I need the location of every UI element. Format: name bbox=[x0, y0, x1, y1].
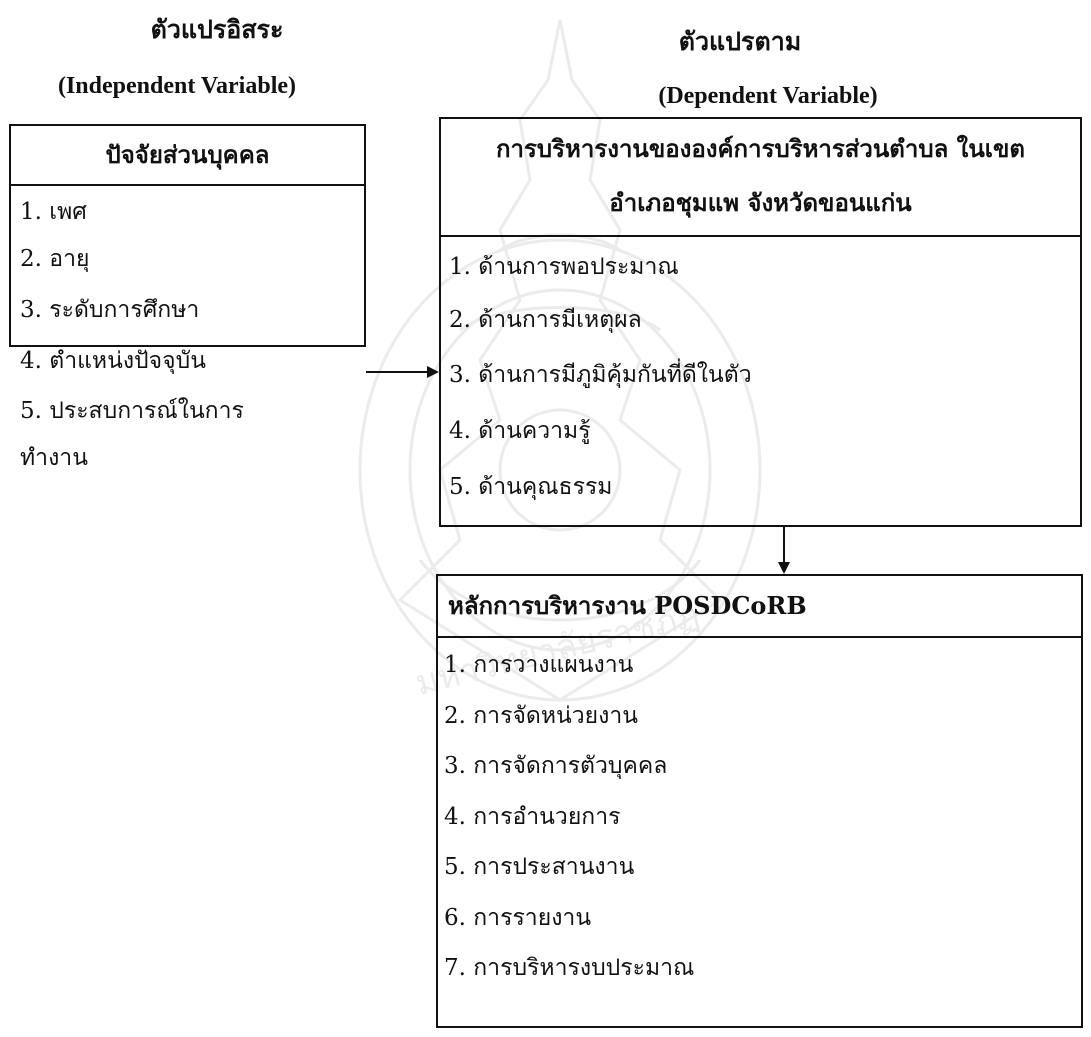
dependent-item-list: 1. ด้านการพอประมาณ 2. ด้านการมีเหตุผล 3.… bbox=[441, 237, 1080, 515]
posdcorb-box: หลักการบริหารงาน POSDCoRB 1. การวางแผนงา… bbox=[436, 574, 1083, 1028]
independent-item-4: 4. ตำแหน่งปัจจุบัน bbox=[20, 348, 206, 374]
dependent-item-4: 4. ด้านความรู้ bbox=[449, 418, 591, 444]
posdcorb-item-1: 1. การวางแผนงาน bbox=[444, 652, 634, 678]
posdcorb-item-7: 7. การบริหารงบประมาณ bbox=[444, 955, 695, 981]
posdcorb-box-title: หลักการบริหารงาน POSDCoRB bbox=[438, 576, 1081, 638]
independent-heading-en: (Independent Variable) bbox=[57, 73, 297, 99]
posdcorb-item-5: 5. การประสานงาน bbox=[444, 854, 635, 880]
dependent-box-title-line1: การบริหารงานขององค์การบริหารส่วนตำบล ในเ… bbox=[496, 134, 1025, 163]
posdcorb-item-4: 4. การอำนวยการ bbox=[444, 803, 621, 830]
posdcorb-item-list: 1. การวางแผนงาน 2. การจัดหน่วยงาน 3. การ… bbox=[438, 638, 1081, 994]
independent-item-2: 2. อายุ bbox=[20, 246, 90, 272]
independent-item-1: 1. เพศ bbox=[20, 199, 87, 225]
posdcorb-item-2: 2. การจัดหน่วยงาน bbox=[444, 702, 639, 729]
independent-variable-box: ปัจจัยส่วนบุคคล bbox=[9, 124, 366, 347]
posdcorb-item-6: 6. การรายงาน bbox=[444, 904, 592, 931]
dependent-box-title-line2: อำเภอชุมแพ จังหวัดขอนแก่น bbox=[609, 188, 912, 217]
watermark-seal-icon: มหาวิทยาลัยราชภัฏ bbox=[358, 19, 762, 703]
independent-item-5: 5. ประสบการณ์ในการ bbox=[20, 398, 244, 424]
dependent-item-3: 3. ด้านการมีภูมิคุ้มกันที่ดีในตัว bbox=[449, 362, 752, 388]
dependent-box-title: การบริหารงานขององค์การบริหารส่วนตำบล ในเ… bbox=[441, 119, 1080, 237]
independent-box-title: ปัจจัยส่วนบุคคล bbox=[11, 126, 364, 186]
posdcorb-item-3: 3. การจัดการตัวบุคคล bbox=[444, 753, 668, 779]
dependent-item-5: 5. ด้านคุณธรรม bbox=[449, 474, 613, 500]
dependent-variable-box: การบริหารงานขององค์การบริหารส่วนตำบล ในเ… bbox=[439, 117, 1082, 527]
independent-item-6: ทำงาน bbox=[20, 445, 88, 471]
dependent-heading-en: (Dependent Variable) bbox=[658, 83, 878, 109]
independent-item-list: 1. เพศ 2. อายุ 3. ระดับการศึกษา 4. ตำแหน… bbox=[14, 190, 364, 480]
dependent-item-2: 2. ด้านการมีเหตุผล bbox=[449, 307, 642, 333]
dependent-heading-th: ตัวแปรตาม bbox=[678, 27, 802, 56]
dependent-item-1: 1. ด้านการพอประมาณ bbox=[449, 254, 679, 280]
independent-heading-th: ตัวแปรอิสระ bbox=[150, 15, 284, 44]
independent-item-3: 3. ระดับการศึกษา bbox=[20, 297, 200, 323]
